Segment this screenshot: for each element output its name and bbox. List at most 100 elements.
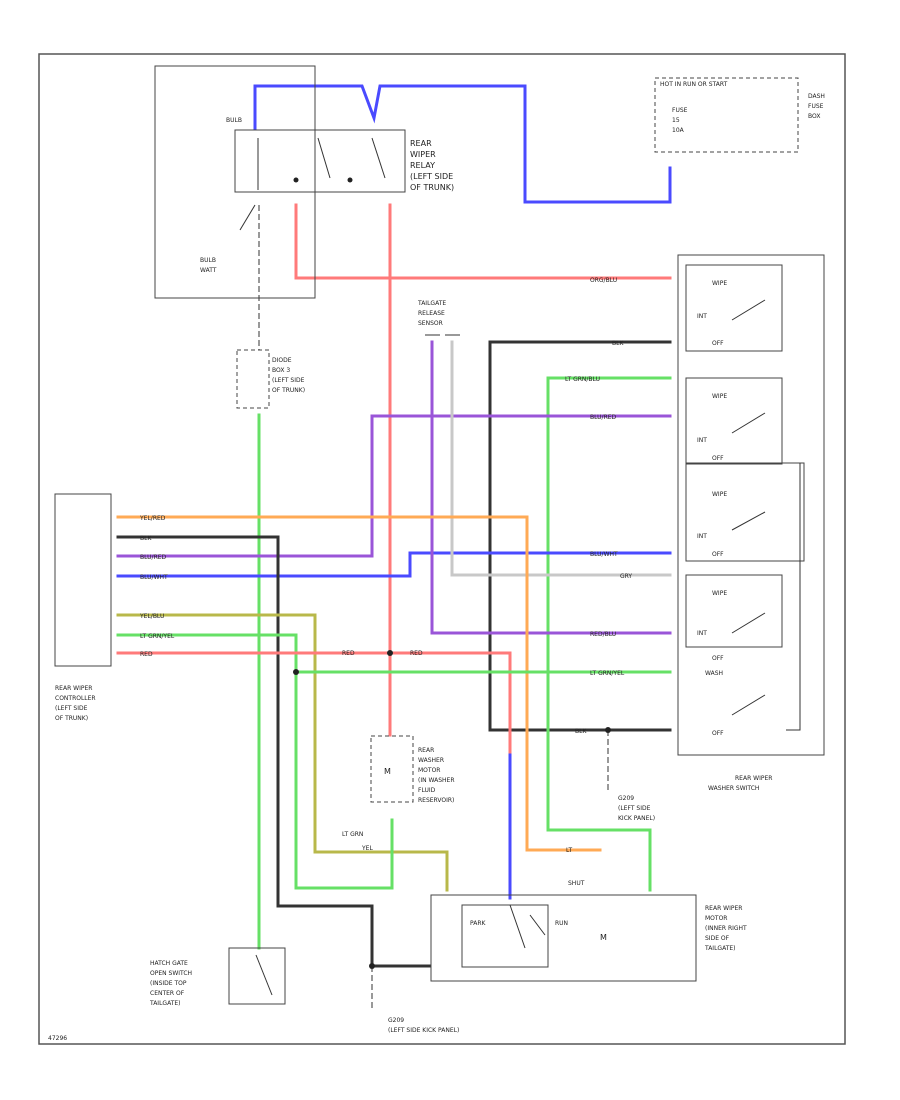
wires [116,84,672,1010]
sw-wire-5: GRY [620,573,632,580]
wiper-motor-label: REAR WIPER MOTOR (INNER RIGHT SIDE OF TA… [704,905,747,952]
controller-label-1: CONTROLLER [55,695,96,702]
misc-lt-grn: LT GRN [342,831,363,838]
sw-pos-wash: WASH [705,670,723,677]
sw-pos-off-1: OFF [712,340,724,347]
wiper-label-4: TAILGATE) [704,945,736,952]
washer-label-0: REAR [418,747,434,754]
relay-label-4: OF TRUNK) [410,183,454,192]
g-bottom-0: G209 [388,1017,404,1024]
misc-yel: YEL [361,845,373,852]
misc-red-1: RED [342,650,355,657]
switch-section-1 [685,264,783,352]
sw-wire-0: ORG/BLU [590,277,617,284]
sw-pos-off-3: OFF [712,551,724,558]
sw-wire-6: RED/BLU [590,631,616,638]
g-left-panel-label: G209 (LEFT SIDE KICK PANEL) [618,795,655,822]
diode-label-0: DIODE [272,357,292,364]
sw-pos-int-4: INT [697,630,707,637]
hatch-label-2: (INSIDE TOP [150,980,187,987]
sw-pos-wipe-1: WIPE [712,280,727,287]
sw-pos-off-4: OFF [712,655,724,662]
fuse-inner: HOT IN RUN OR START FUSE 15 10A [660,81,728,134]
hatch-switch-contact [255,954,273,996]
junction-dot [369,963,375,969]
washer-label-5: RESERVOIR) [418,797,454,804]
ctrl-wire-2: BLU/RED [140,554,167,561]
sw-pos-off-2: OFF [712,455,724,462]
wiper-label-1: MOTOR [705,915,727,922]
ctrl-wire-6: RED [140,651,153,658]
ctrl-wire-3: BLU/WHT [140,574,168,581]
wire-yel-red [116,515,602,852]
hatch-switch-label: HATCH GATE OPEN SWITCH (INSIDE TOP CENTE… [149,960,192,1007]
switch-label-1: WASHER SWITCH [708,785,759,792]
washer-label-2: MOTOR [418,767,440,774]
wire-lt-grn-yel [116,633,394,890]
wiper-park: PARK [470,920,487,927]
tailgate-label-2: SENSOR [418,320,443,327]
relay-bulb-side: BULB [200,257,216,264]
relay-outer [154,65,316,299]
sw-pos-wipe-2: WIPE [712,393,727,400]
junction-dot [605,727,611,733]
fuse-label: DASH FUSE BOX [808,93,825,120]
wiper-label-2: (INNER RIGHT [705,925,747,932]
wire-blk-ctrl [116,535,432,968]
controller-label-3: OF TRUNK) [55,715,88,722]
ctrl-wire-4: YEL/BLU [139,613,164,620]
wire-blk-switch [488,340,672,732]
sw-pos-int-2: INT [697,437,707,444]
g-left-1: (LEFT SIDE [618,805,651,812]
switch-section-4 [685,574,783,648]
ctrl-wire-5: LT GRN/YEL [140,633,175,640]
fuse-label-0: DASH [808,93,825,100]
relay-contact-2 [371,137,386,179]
ctrl-wire-1: BLK [140,535,152,542]
relay-bulb-watt: WATT [200,267,217,274]
sw-wire-8: BLK [575,728,587,735]
hatch-label-0: HATCH GATE [150,960,188,967]
tailgate-label-0: TAILGATE [417,300,446,307]
switch-pos-labels: WIPE INT OFF WIPE INT OFF WIPE INT OFF W… [697,280,727,737]
g-left-2: KICK PANEL) [618,815,655,822]
wiper-motor-box [430,894,697,982]
switch-label: REAR WIPER WASHER SWITCH [708,775,772,792]
sw-wire-4: BLU/WHT [590,551,618,558]
switch-wire-labels: ORG/BLU BLK LT GRN/BLU BLU/RED BLU/WHT G… [565,277,632,735]
relay-label-1: WIPER [410,150,436,159]
hatch-label-1: OPEN SWITCH [150,970,192,977]
fuse-inner-0: HOT IN RUN OR START [660,81,728,88]
controller-label-2: (LEFT SIDE [55,705,88,712]
switch-outer [677,254,825,756]
diode-label-1: BOX 3 [272,367,290,374]
relay-contact-1 [317,137,331,179]
controller-label: REAR WIPER CONTROLLER (LEFT SIDE OF TRUN… [55,685,96,722]
wiper-motor-symbol: M [600,933,607,942]
wire-gry [450,340,672,577]
relay-bulb-top: BULB [226,117,242,124]
fuse-box [654,77,799,153]
hatch-switch-box [228,947,286,1005]
switch-contacts [731,299,801,731]
g-bottom-label: G209 (LEFT SIDE KICK PANEL) [388,1017,459,1034]
controller-wire-labels: YEL/RED BLK BLU/RED BLU/WHT YEL/BLU LT G… [139,515,175,658]
washer-label-3: (IN WASHER [418,777,455,784]
bulb-switch [239,204,256,231]
hatch-label-4: TAILGATE) [149,1000,181,1007]
fuse-inner-3: 10A [672,127,685,134]
sw-wire-1: BLK [612,340,624,347]
ctrl-wire-0: YEL/RED [139,515,166,522]
junction-dot [387,650,393,656]
tailgate-sensor-label: TAILGATE RELEASE SENSOR [417,300,446,327]
footer-code: 47296 [48,1035,67,1042]
washer-motor-box [370,735,414,803]
g-left-0: G209 [618,795,634,802]
wire-red-ctrl [116,651,512,757]
wire-lt-grn-blu [546,376,672,892]
diode-box [236,349,270,409]
diagram-border [38,53,846,1045]
diode-label: DIODE BOX 3 (LEFT SIDE OF TRUNK) [272,357,305,394]
relay-label: REAR WIPER RELAY (LEFT SIDE OF TRUNK) [410,139,454,192]
